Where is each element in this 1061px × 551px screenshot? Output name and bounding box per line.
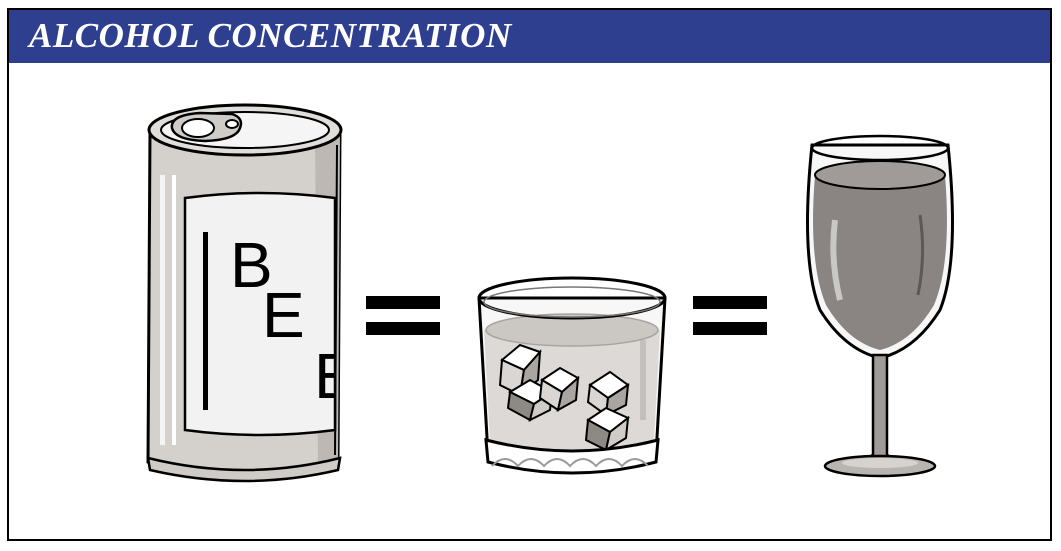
can-label-letter-2: E	[262, 279, 305, 351]
equals-sign-2-icon	[693, 296, 767, 335]
equals-sign-1-icon	[366, 296, 440, 335]
beer-can-icon: B E E	[148, 105, 357, 481]
wine-glass-icon	[808, 136, 953, 476]
mixed-drink-glass-icon	[479, 278, 665, 473]
